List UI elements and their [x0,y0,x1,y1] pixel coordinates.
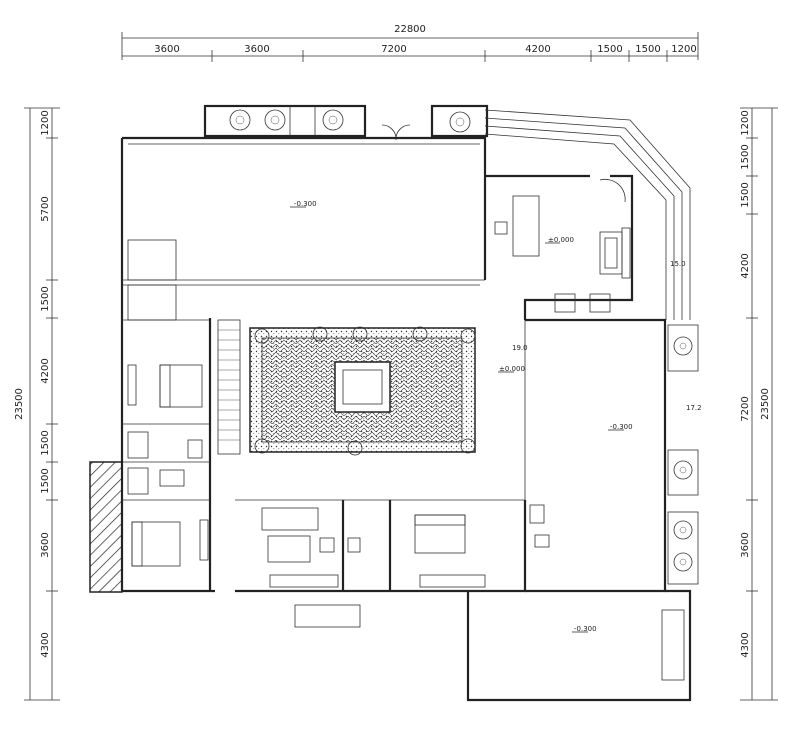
right-planters: 17.2 [667,324,702,585]
courtyard-level: ±0.000 [499,365,525,373]
left-dimension-1: 1200 [40,110,51,135]
left-dimensions: 23500 1200 5700 1500 4200 1500 1500 3600… [14,107,60,701]
tree-icon [352,326,368,342]
top-dimension-2: 3600 [244,44,269,55]
top-total-dimension: 22800 [394,24,426,35]
tree-icon [312,326,328,342]
left-dimension-8: 4300 [40,632,51,657]
right-ramp: 15.0 [484,109,691,320]
right-dimension-1: 1200 [740,110,751,135]
left-bedrooms [127,364,209,567]
corridor: -0.300 [608,423,633,431]
front-yard: -0.300 [290,200,317,208]
top-dimension-4: 4200 [525,44,550,55]
living-room-level: ±0.000 [548,236,574,244]
right-dimension-6: 3600 [740,532,751,557]
tree-icon [322,109,344,131]
left-dimension-7: 3600 [40,532,51,557]
tree-icon [254,438,270,454]
left-dimension-5: 1500 [40,430,51,455]
right-dimensions: 1200 1500 1500 4200 7200 3600 4300 23500 [740,107,778,701]
tree-icon [673,460,693,480]
court-side-marker: 19.0 [512,344,528,352]
central-courtyard: ±0.000 19.0 [249,326,528,456]
top-dimensions: 22800 3600 3600 7200 4200 1500 1500 1200 [121,24,699,62]
left-dimension-2: 5700 [40,196,51,221]
lower-rooms [261,504,550,628]
tree-icon [460,438,476,454]
garden: -0.300 [572,609,685,681]
left-total-dimension: 23500 [14,388,25,420]
right-dimension-4: 4200 [740,253,751,278]
building-walls [120,136,692,702]
tree-icon [412,326,428,342]
hatched-terrace [89,461,123,593]
front-yard-level: -0.300 [294,200,317,208]
right-dimension-7: 4300 [740,632,751,657]
top-dimension-1: 3600 [154,44,179,55]
ramp-marker-label: 15.0 [670,260,686,268]
tree-icon [264,109,286,131]
top-dimension-6: 1500 [635,44,660,55]
tree-icon [254,328,270,344]
garden-level: -0.300 [574,625,597,633]
right-dimension-3: 1500 [740,182,751,207]
top-dimension-5: 1500 [597,44,622,55]
living-room: ±0.000 [494,195,631,313]
top-planters [203,104,489,141]
staircase [217,319,241,455]
tree-icon [229,109,251,131]
tree-icon [460,328,476,344]
tree-icon [673,520,693,540]
top-dimension-7: 1200 [671,44,696,55]
top-dimension-3: 7200 [381,44,406,55]
tree-icon [347,440,363,456]
right-total-dimension: 23500 [760,388,771,420]
left-dimension-4: 4200 [40,358,51,383]
corridor-level: -0.300 [610,423,633,431]
left-dimension-3: 1500 [40,286,51,311]
right-dimension-2: 1500 [740,144,751,169]
tree-icon [449,111,471,133]
left-dimension-6: 1500 [40,468,51,493]
tree-icon [673,552,693,572]
tree-icon [673,336,693,356]
right-dimension-5: 7200 [740,396,751,421]
side-marker-label: 17.2 [686,404,702,412]
